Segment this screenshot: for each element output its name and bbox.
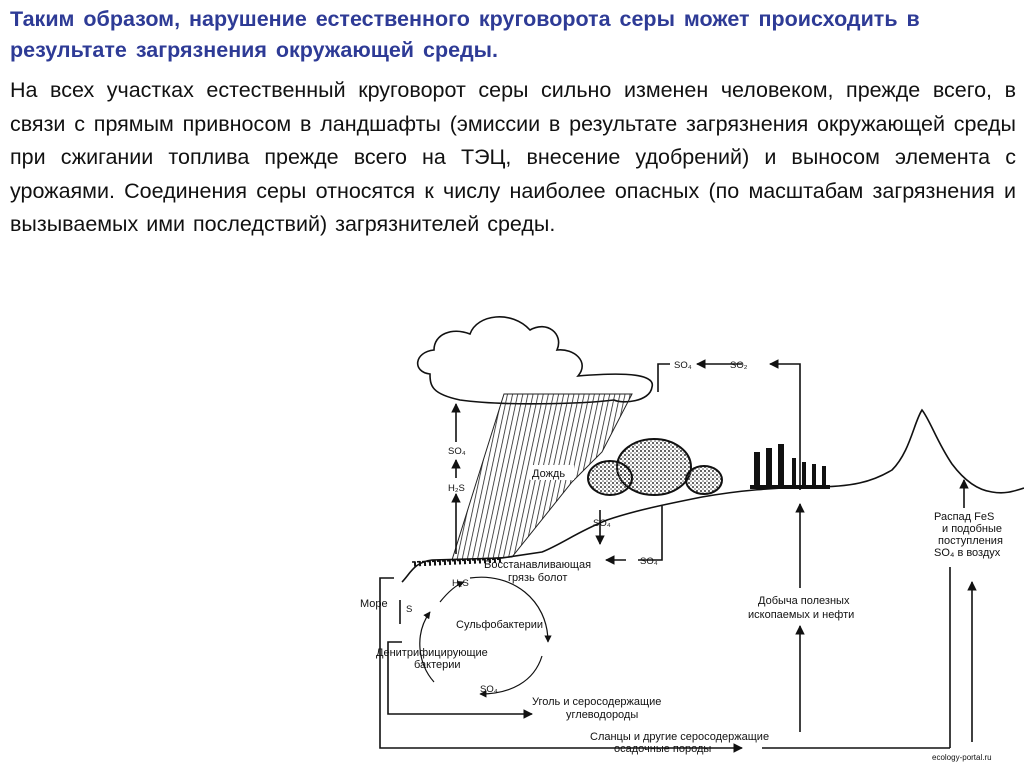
label-mining-line2: ископаемых и нефти [748,609,854,621]
factory-chimneys [750,444,830,489]
label-so2-cloud: SO₂ [730,360,748,371]
cloud [416,316,653,405]
terrain [401,408,1024,583]
label-coal-line2: углеводороды [566,709,638,721]
label-denitrifying-line2: бактерии [414,659,461,671]
label-h2s-left: H₂S [448,483,465,494]
label-h2s-cycle: H₂S [452,578,469,589]
label-so4-cloud: SO₄ [674,360,692,371]
label-so4-lower: SO₄ [640,556,658,567]
label-rain: Дождь [532,468,565,480]
label-marsh-line1: Восстанавливающая [484,559,591,571]
label-so4-cycle: SO₄ [480,684,498,695]
slide-body-text: На всех участках естественный круговорот… [10,78,1016,237]
label-sea: Море [360,598,388,610]
slide-title: Таким образом, нарушение естественного к… [10,7,920,62]
label-mining-line1: Добыча полезных [758,595,850,607]
label-shale-line2: осадочные породы [614,743,711,755]
label-denitrifying-line1: Денитрифицирующие [376,647,488,659]
label-shale-line1: Сланцы и другие серосодержащие [590,731,769,743]
label-so4-slope: SO₄ [593,518,611,529]
label-fes-line2: и подобные [942,523,1002,535]
sulfur-cycle-diagram: Дождь H₂S SO₄ SO₂ SO₄ SO₄ SO₄ Восстанавл… [352,282,1024,767]
boulder-small [587,460,633,496]
label-marsh-line2: грязь болот [508,572,567,584]
boulder-right [685,465,723,495]
label-sulfobacteria: Сульфобактерии [456,619,543,631]
label-fes-line4: SO₄ в воздух [934,547,1001,559]
label-coal-line1: Уголь и серосодержащие [532,696,661,708]
label-so4-left: SO₄ [448,446,466,457]
label-fes-line3: поступления [938,535,1003,547]
label-fes-line1: Распад FeS [934,511,994,523]
label-s-cycle: S [406,604,412,615]
watermark: ecology-portal.ru [932,753,992,762]
